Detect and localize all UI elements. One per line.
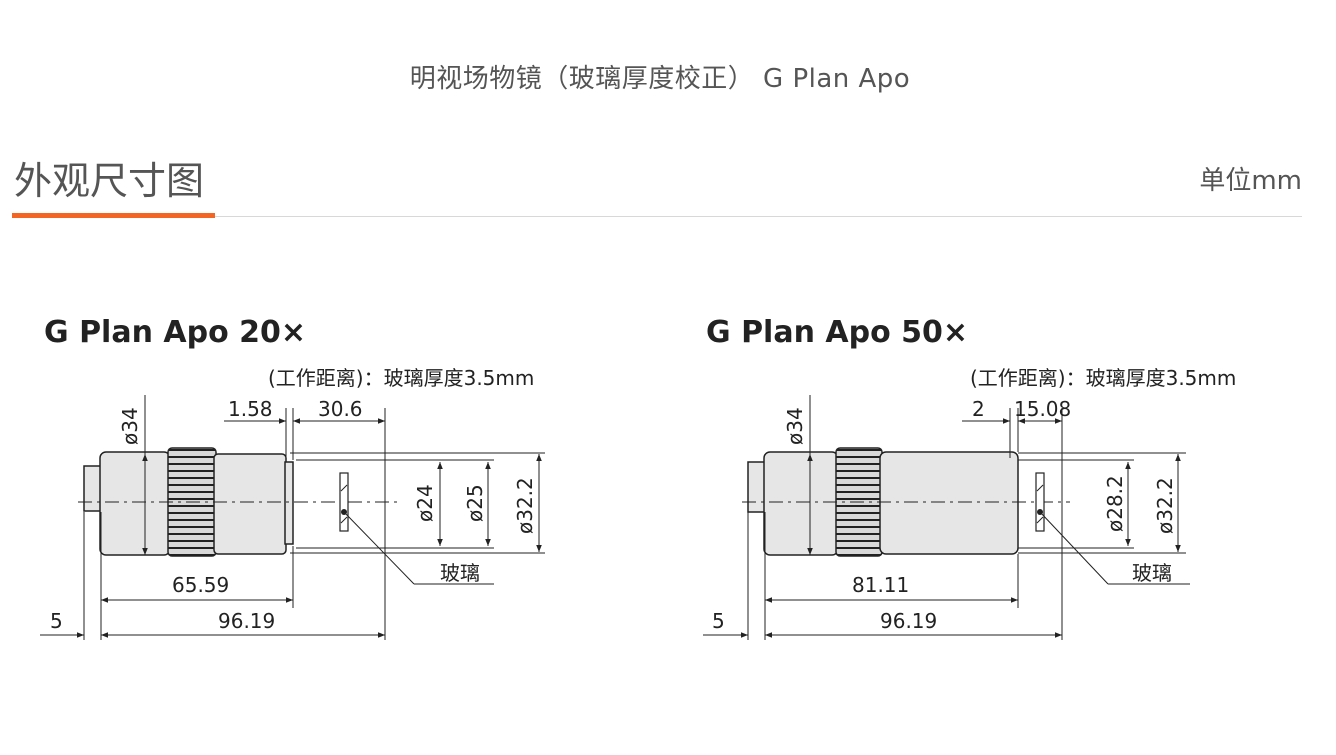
dim-parfocal-20x: 65.59: [172, 573, 229, 597]
dim-outer-dia-50x: ø32.2: [1153, 477, 1177, 534]
barrel-front-50x: [879, 451, 1019, 555]
dim-fov-a-20x: ø24: [413, 484, 437, 522]
glass-label-20x: 玻璃: [440, 561, 480, 585]
dim-working-distance-20x: 30.6: [318, 397, 363, 421]
note-20x: (工作距离)：玻璃厚度3.5mm: [268, 366, 534, 390]
mount-thread-50x: [747, 461, 766, 513]
model-title-20x: G Plan Apo 20×: [44, 315, 306, 350]
dim-outer-dia-20x: ø32.2: [513, 477, 537, 534]
model-title-50x: G Plan Apo 50×: [706, 315, 968, 350]
barrel-rear-50x: [763, 451, 839, 556]
dim-thread-dia-20x: ø34: [118, 407, 142, 445]
glass-leader-20x: [343, 511, 415, 585]
dim-offset-50x: 2: [972, 397, 985, 421]
mount-thread-20x: [83, 465, 102, 512]
dim-offset-20x: 1.58: [228, 397, 273, 421]
drawing-50x: G Plan Apo 50× (工作距离)：玻璃厚度3.5mm 玻璃 ø34 ø…: [703, 315, 1236, 640]
front-lens-20x: [284, 461, 294, 545]
barrel-rear-20x: [99, 451, 171, 556]
dim-total-20x: 96.19: [218, 609, 275, 633]
dim-mount-50x: 5: [712, 609, 725, 633]
unit-label: 单位mm: [1199, 166, 1302, 196]
dim-working-distance-50x: 15.08: [1014, 397, 1071, 421]
dim-total-50x: 96.19: [880, 609, 937, 633]
dim-fov-a-50x: ø28.2: [1103, 475, 1127, 532]
drawing-20x: G Plan Apo 20× (工作距离)：玻璃厚度3.5mm 玻璃 ø34 ø…: [40, 315, 545, 640]
section-divider: [12, 216, 1302, 217]
glass-plate-20x: [339, 472, 349, 532]
dim-parfocal-50x: 81.11: [852, 573, 909, 597]
dim-mount-20x: 5: [50, 609, 63, 633]
glass-plate-50x: [1035, 472, 1045, 532]
glass-label-50x: 玻璃: [1132, 561, 1172, 585]
note-50x: (工作距离)：玻璃厚度3.5mm: [970, 366, 1236, 390]
dim-thread-dia-50x: ø34: [783, 407, 807, 445]
section-title: 外观尺寸图: [14, 159, 205, 203]
barrel-front-20x: [213, 453, 287, 555]
page-title: 明视场物镜（玻璃厚度校正） G Plan Apo: [409, 64, 911, 94]
dimension-drawings: G Plan Apo 20× (工作距离)：玻璃厚度3.5mm 玻璃 ø34 ø…: [40, 315, 1236, 640]
dim-fov-b-20x: ø25: [463, 484, 487, 522]
section-accent-bar: [12, 213, 215, 218]
